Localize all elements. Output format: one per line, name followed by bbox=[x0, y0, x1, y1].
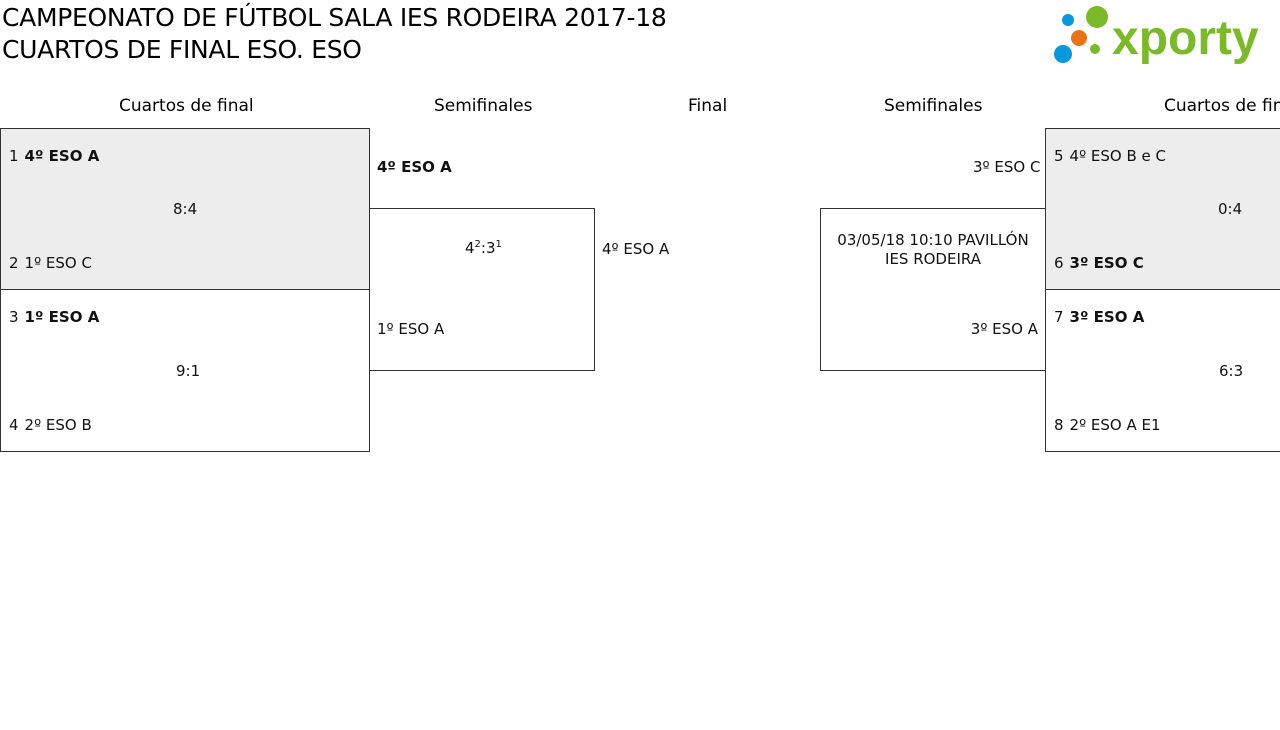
left-sf-team-b: 1º ESO A bbox=[377, 320, 445, 338]
col-header-right-semifinals: Semifinales bbox=[884, 96, 983, 116]
right-sf-team-b: 3º ESO A bbox=[970, 320, 1038, 338]
logo-dot-green bbox=[1086, 6, 1108, 28]
logo-text: xporty bbox=[1112, 12, 1259, 65]
team-name: 2º ESO B bbox=[24, 416, 92, 434]
left-sf-team-a: 4º ESO A bbox=[377, 158, 452, 176]
seed-number: 5 bbox=[1054, 147, 1064, 165]
match-right-qf-1[interactable]: 5 4º ESO B e C 0:4 6 3º ESO C bbox=[1045, 128, 1280, 290]
logo-dot-blue-small bbox=[1062, 14, 1074, 26]
match-left-qf-1[interactable]: 1 4º ESO A 8:4 2 1º ESO C bbox=[0, 128, 370, 290]
team-name: 4º ESO B e C bbox=[1069, 147, 1167, 165]
match-team-b: 6 3º ESO C bbox=[1054, 254, 1144, 272]
match-team-a: 1 4º ESO A bbox=[9, 147, 99, 165]
seed-number: 6 bbox=[1054, 254, 1064, 272]
score-b: 3 bbox=[485, 239, 496, 257]
logo-dot-green-small bbox=[1090, 44, 1100, 54]
penalty-b: 1 bbox=[495, 239, 502, 250]
right-sf-team-a: 3º ESO C bbox=[973, 158, 1041, 176]
seed-number: 4 bbox=[9, 416, 19, 434]
match-score: 8:4 bbox=[173, 200, 198, 218]
col-header-right-quarterfinals: Cuartos de fin bbox=[1164, 96, 1280, 116]
page-subtitle: CUARTOS DE FINAL ESO. ESO bbox=[2, 35, 362, 64]
final-left-team: 4º ESO A bbox=[602, 240, 670, 258]
penalty-a: 2 bbox=[474, 239, 481, 250]
team-name-winner: 3º ESO A bbox=[1069, 308, 1145, 326]
seed-number: 8 bbox=[1054, 416, 1064, 434]
match-score: 9:1 bbox=[176, 362, 201, 380]
match-score: 42:31 bbox=[465, 239, 502, 257]
seed-number: 7 bbox=[1054, 308, 1064, 326]
team-name-winner: 1º ESO A bbox=[24, 308, 100, 326]
seed-number: 1 bbox=[9, 147, 19, 165]
match-right-qf-2[interactable]: 7 3º ESO A 6:3 8 2º ESO A E1 bbox=[1045, 289, 1280, 452]
match-schedule-info: 03/05/18 10:10 PAVILLÓN IES RODEIRA bbox=[837, 231, 1029, 268]
col-header-left-quarterfinals: Cuartos de final bbox=[119, 96, 254, 116]
xporty-logo[interactable]: xporty bbox=[1050, 3, 1276, 67]
match-team-b: 8 2º ESO A E1 bbox=[1054, 416, 1161, 434]
match-score: 6:3 bbox=[1219, 362, 1244, 380]
col-header-left-semifinals: Semifinales bbox=[434, 96, 533, 116]
match-score: 0:4 bbox=[1218, 200, 1243, 218]
team-name: 2º ESO A E1 bbox=[1069, 416, 1161, 434]
seed-number: 3 bbox=[9, 308, 19, 326]
match-left-qf-2[interactable]: 3 1º ESO A 9:1 4 2º ESO B bbox=[0, 289, 370, 452]
match-team-a: 5 4º ESO B e C bbox=[1054, 147, 1166, 165]
logo-dot-blue bbox=[1054, 45, 1072, 63]
match-team-a: 3 1º ESO A bbox=[9, 308, 99, 326]
logo-dot-orange bbox=[1071, 30, 1087, 46]
team-name-winner: 4º ESO A bbox=[24, 147, 100, 165]
match-team-a: 7 3º ESO A bbox=[1054, 308, 1144, 326]
score-a: 4 bbox=[465, 239, 475, 257]
score-separator: : bbox=[480, 239, 486, 257]
seed-number: 2 bbox=[9, 254, 19, 272]
match-team-b: 2 1º ESO C bbox=[9, 254, 92, 272]
match-team-b: 4 2º ESO B bbox=[9, 416, 92, 434]
page-title: CAMPEONATO DE FÚTBOL SALA IES RODEIRA 20… bbox=[2, 3, 667, 32]
match-left-sf[interactable]: 42:31 1º ESO A bbox=[369, 208, 595, 371]
col-header-final: Final bbox=[688, 96, 728, 116]
team-name: 1º ESO C bbox=[24, 254, 92, 272]
match-right-sf[interactable]: 03/05/18 10:10 PAVILLÓN IES RODEIRA 3º E… bbox=[820, 208, 1046, 371]
team-name-winner: 3º ESO C bbox=[1069, 254, 1144, 272]
